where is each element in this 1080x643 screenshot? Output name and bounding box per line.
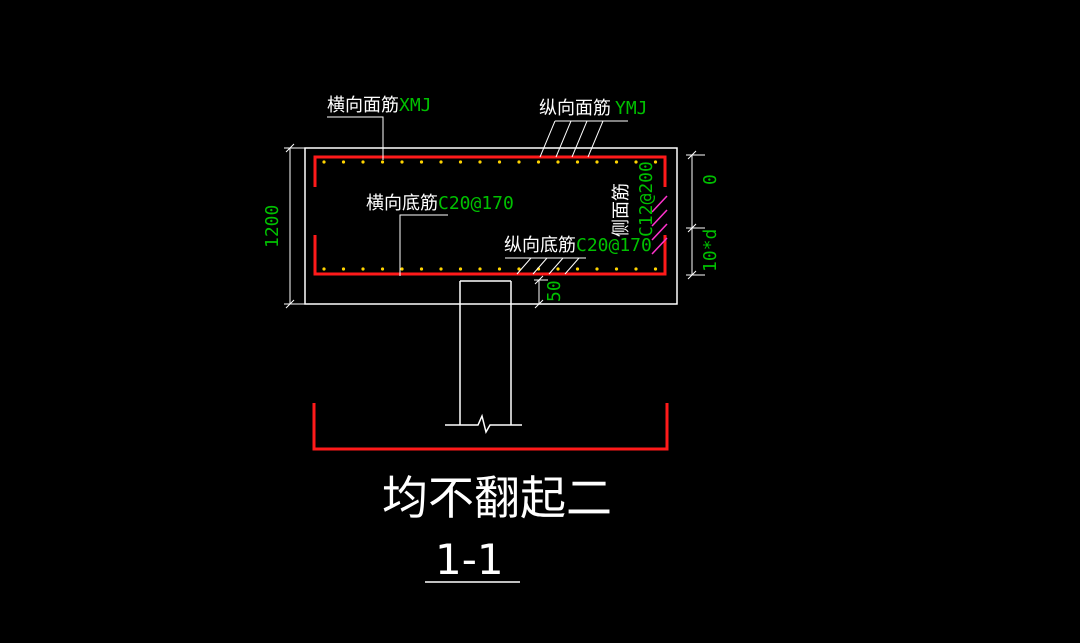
height-dim-text: 1200 — [262, 205, 283, 248]
rebar-dot — [653, 267, 658, 271]
rebar-dot — [458, 267, 463, 271]
rebar-dot — [361, 160, 365, 164]
height-dimension — [284, 143, 305, 309]
rebar-dot — [478, 160, 482, 164]
rebar-dot — [614, 267, 619, 271]
rebar-dot — [536, 160, 541, 164]
rebar-dot — [380, 267, 385, 271]
rebar-dot — [380, 160, 385, 164]
rebar-dot — [517, 160, 521, 164]
rebar-dot — [575, 160, 580, 164]
rebar-dot — [595, 267, 599, 271]
rebar-dot — [458, 160, 463, 164]
rebar-dots — [322, 160, 658, 271]
rebar-dot — [361, 267, 365, 271]
rebar-dot — [497, 160, 502, 164]
top-transverse-code: XMJ — [399, 95, 432, 116]
bottom-transverse-label: 横向底筋C20@170 — [366, 193, 514, 214]
side-bar-label: 侧面筋 — [611, 183, 632, 237]
rebar-dot — [322, 267, 326, 271]
rebar-dot — [322, 160, 326, 164]
rebar-dot — [478, 267, 482, 271]
drawing-title: 均不翻起二 — [382, 471, 612, 525]
side-bar-leaders — [651, 195, 668, 255]
rebar-dot — [400, 160, 404, 164]
top-dim-text: 0 — [700, 174, 721, 185]
rebar-dot — [419, 267, 424, 271]
lower-bracket — [312, 403, 669, 451]
rebar-dot — [439, 160, 443, 164]
rebar-dot — [419, 160, 424, 164]
footing-outline — [304, 147, 678, 305]
rebar-dot — [341, 160, 346, 164]
bottom-transverse-spec: C20@170 — [438, 193, 514, 214]
rebar-cage — [313, 155, 667, 276]
rebar-dot — [556, 267, 560, 271]
rebar-dot — [653, 160, 658, 164]
rebar-dot — [595, 160, 599, 164]
cover-dimension — [534, 275, 548, 309]
side-bar-spec: C12@200 — [636, 161, 657, 237]
leader-lines — [327, 116, 628, 276]
bottom-longitudinal-spec: C20@170 — [576, 235, 652, 256]
rebar-dot — [517, 267, 521, 271]
top-transverse-label: 横向面筋XMJ — [327, 95, 432, 116]
column-stub — [445, 280, 522, 434]
rebar-dot — [634, 267, 638, 271]
top-longitudinal-code: YMJ — [615, 98, 648, 119]
rebar-dot — [614, 160, 619, 164]
side-dim-text: 10*d — [700, 229, 721, 272]
right-dimension — [686, 150, 705, 280]
rebar-dot — [400, 267, 404, 271]
cover-dim-text: 50 — [544, 280, 565, 302]
rebar-dot — [575, 267, 580, 271]
section-label: 1-1 — [435, 535, 504, 584]
rebar-dot — [341, 267, 346, 271]
rebar-dot — [497, 267, 502, 271]
rebar-dot — [556, 160, 560, 164]
rebar-dot — [634, 160, 638, 164]
rebar-dot — [439, 267, 443, 271]
bottom-longitudinal-label: 纵向底筋C20@170 — [504, 235, 652, 256]
